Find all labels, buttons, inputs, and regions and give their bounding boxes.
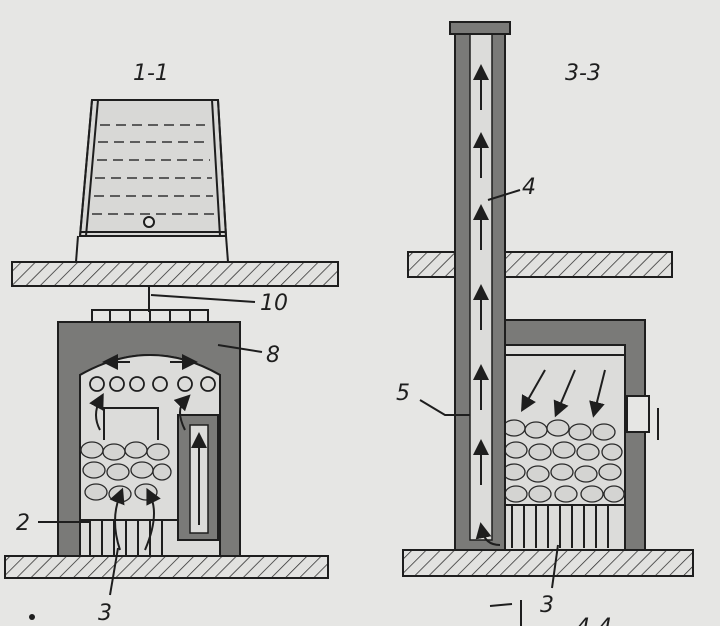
floor-slab-left [4,555,329,579]
label-3-left: 3 [98,601,112,626]
ceiling-slab-right [407,251,673,278]
valve-icon [143,216,155,228]
label-2: 2 [16,511,30,536]
section-title-3-3: 3-3 [565,61,601,86]
label-5: 5 [396,381,410,406]
label-10: 10 [260,291,288,316]
label-3-right: 3 [540,593,554,618]
door [626,395,650,433]
ceiling-slab-left [11,261,339,287]
section-3-3: 3-3 [396,21,694,626]
floor-slab-right [402,549,694,577]
label-8: 8 [266,343,280,368]
heater [57,309,241,557]
chimney [449,21,511,554]
label-4: 4 [522,175,536,200]
section-1-1: 1-1 10 [4,61,339,626]
section-title-4-4: 4-4 [576,615,612,626]
section-title-1-1: 1-1 [133,61,169,86]
water-tank [75,99,229,263]
heater-right [489,319,659,551]
